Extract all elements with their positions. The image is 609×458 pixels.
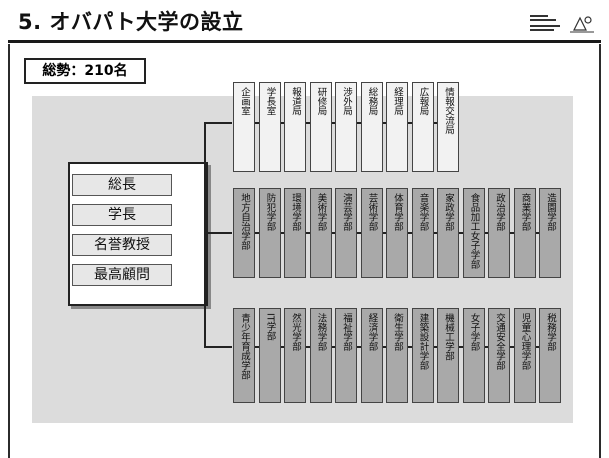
department-label: 政治学部 [494, 193, 505, 231]
department-label: 食品加工女子学部 [468, 193, 480, 269]
department-box: 児童心理学部 [513, 308, 536, 403]
department-box: 衛生学部 [386, 308, 408, 403]
department-box: 研修局 [309, 82, 332, 172]
department-box: 情報交流局 [437, 82, 459, 172]
department-label: 企画室 [239, 87, 250, 116]
department-box: 美術学部 [309, 188, 332, 278]
department-label: 芸術学部 [366, 193, 378, 231]
department-box: 女子学部 [462, 308, 485, 403]
slide-frame [8, 44, 601, 458]
department-label: 税務学部 [545, 313, 556, 351]
department-box: 機械工学部 [437, 308, 459, 403]
department-label: 建築設計学部 [417, 313, 429, 370]
department-box: 演芸学部 [335, 188, 357, 278]
connector-branch-2 [204, 232, 232, 234]
department-label: 商業学部 [519, 193, 531, 231]
department-box: 経済学部 [360, 308, 383, 403]
department-label: 機械工学部 [443, 313, 454, 361]
department-box: 報道局 [284, 82, 306, 172]
department-label: 地方自治学部 [239, 193, 250, 250]
department-label: 広報局 [417, 87, 429, 116]
department-label: 美術学部 [315, 193, 327, 231]
department-box: 家政学部 [437, 188, 459, 278]
department-label: 経理局 [392, 87, 403, 116]
department-label: 演芸学部 [341, 193, 352, 231]
department-label: 報道局 [290, 87, 301, 116]
executive-item: 名誉教授 [72, 234, 172, 256]
department-box: 総務局 [360, 82, 383, 172]
department-label: 総務局 [366, 87, 378, 116]
department-box: 建築設計学部 [411, 308, 434, 403]
department-label: 家政学部 [443, 193, 454, 231]
department-box: 環境学部 [284, 188, 306, 278]
department-box: 法務学部 [309, 308, 332, 403]
department-box: 渉外局 [335, 82, 357, 172]
department-label: 情報交流局 [443, 87, 454, 135]
department-label: 福祉学部 [341, 313, 352, 351]
department-label: 環境学部 [290, 193, 301, 231]
department-box: 広報局 [411, 82, 434, 172]
department-box: 地方自治学部 [233, 188, 255, 278]
total-members-box: 総勢：210名 [24, 58, 146, 84]
page-title: 5. オバパト大学の設立 [18, 10, 244, 34]
department-box: 食品加工女子学部 [462, 188, 485, 278]
connector-branch-1 [204, 122, 232, 124]
department-label: 造園学部 [545, 193, 556, 231]
department-box: 企画室 [233, 82, 255, 172]
department-box: 音楽学部 [411, 188, 434, 278]
department-label: 音楽学部 [417, 193, 429, 231]
department-label: IT学部 [264, 313, 276, 341]
executive-item: 最高顧問 [72, 264, 172, 286]
executive-item: 学長 [72, 204, 172, 226]
department-box: 学長室 [258, 82, 281, 172]
connector-branch-3 [204, 346, 232, 348]
department-label: 防犯学部 [264, 193, 276, 231]
department-box: 青少年育成学部 [233, 308, 255, 403]
department-box: 経理局 [386, 82, 408, 172]
header-rule [8, 40, 601, 43]
department-box: IT学部 [258, 308, 281, 403]
department-box: 交通安全学部 [488, 308, 510, 403]
logo-graphic [530, 15, 594, 33]
department-label: 女子学部 [468, 313, 480, 351]
department-label: 青少年育成学部 [239, 313, 250, 380]
department-label: 研修局 [315, 87, 327, 116]
department-label: 然光学部 [290, 313, 301, 351]
department-box: 政治学部 [488, 188, 510, 278]
header: 5. オバパト大学の設立 [0, 0, 609, 40]
department-box: 福祉学部 [335, 308, 357, 403]
department-label: 体育学部 [392, 193, 403, 231]
department-label: 交通安全学部 [494, 313, 505, 370]
department-box: 然光学部 [284, 308, 306, 403]
department-label: 経済学部 [366, 313, 378, 351]
department-box: 防犯学部 [258, 188, 281, 278]
connector-spine [204, 122, 206, 347]
department-label: 学長室 [264, 87, 276, 116]
logo [530, 12, 596, 34]
department-box: 商業学部 [513, 188, 536, 278]
executive-item: 総長 [72, 174, 172, 196]
department-box: 体育学部 [386, 188, 408, 278]
department-box: 芸術学部 [360, 188, 383, 278]
department-label: 渉外局 [341, 87, 352, 116]
department-label: 児童心理学部 [519, 313, 531, 370]
department-box: 税務学部 [539, 308, 561, 403]
department-label: 衛生学部 [392, 313, 403, 351]
department-box: 造園学部 [539, 188, 561, 278]
department-label: 法務学部 [315, 313, 327, 351]
